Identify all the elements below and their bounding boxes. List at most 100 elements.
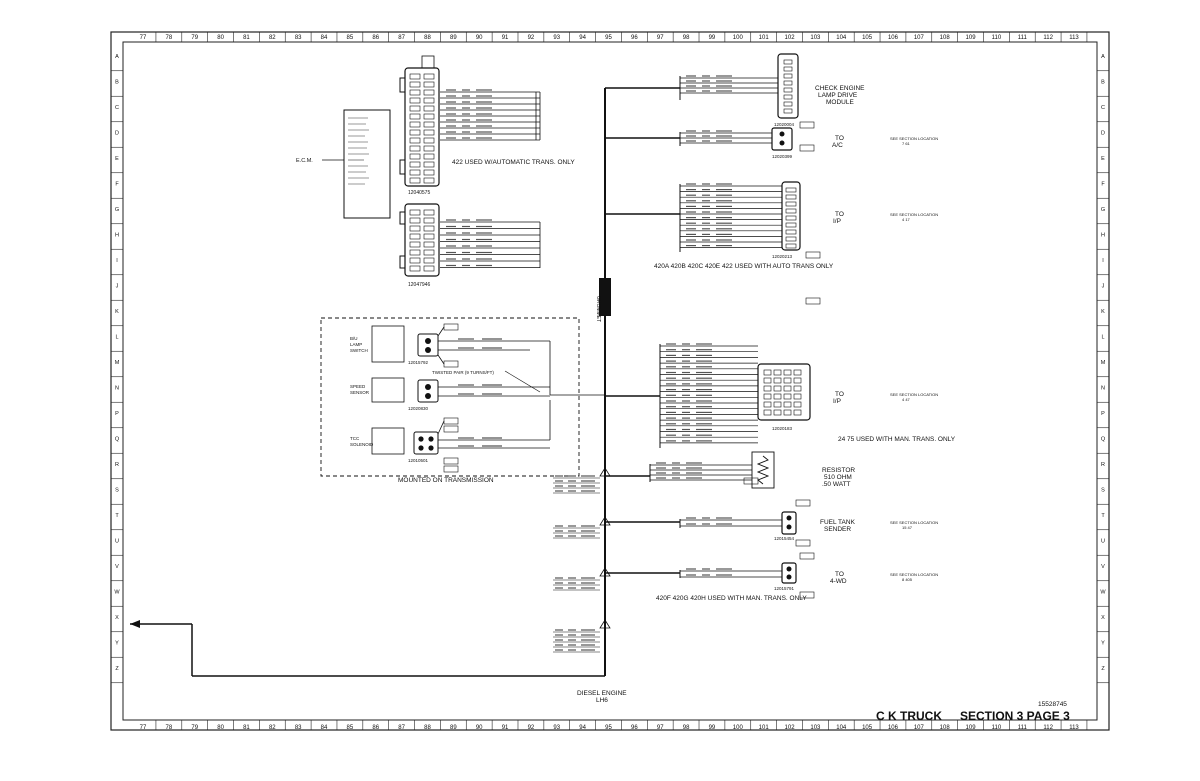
wire-tag (443, 417, 459, 425)
grid-col-label: 110 (992, 725, 1002, 731)
note-twisted: TWISTED PAIR (9 TURNS/FT) (432, 370, 494, 375)
wire-tag (805, 251, 821, 259)
connector-pin (783, 401, 792, 408)
ecm-connector-2-part: 12047946 (408, 282, 430, 288)
title-section-page: SECTION 3 PAGE 3 (960, 709, 1070, 723)
connector-pin (423, 137, 435, 144)
grid-row-label: Y (1101, 641, 1105, 647)
ip1-label: I/P (833, 218, 841, 225)
wire (437, 420, 445, 435)
connector-pin (763, 409, 772, 416)
grid-row-label: D (1101, 131, 1105, 137)
grid-col-label: 89 (450, 35, 457, 41)
wire-tag (799, 552, 815, 560)
grid-col-label: 111 (1018, 725, 1028, 731)
grid-row-label: R (1101, 462, 1105, 468)
svg-text:.50 WATT: .50 WATT (822, 481, 851, 488)
wire-tag (743, 477, 759, 485)
connector-pin (793, 409, 802, 416)
grid-row-label: U (115, 539, 119, 545)
svg-text:4 47: 4 47 (902, 397, 911, 402)
svg-text:LH6: LH6 (596, 697, 608, 704)
connector-pin (423, 105, 435, 112)
grid-row-label: A (115, 54, 119, 60)
grid-col-label: 90 (476, 35, 483, 41)
grid-col-label: 95 (605, 35, 612, 41)
svg-text:510 OHM: 510 OHM (824, 474, 852, 481)
drawing-number: 15528745 (1038, 701, 1067, 708)
connector-pin (409, 209, 421, 216)
connector-pin (773, 377, 782, 384)
tcc-solenoid (371, 427, 405, 455)
connector-pin (785, 236, 797, 242)
grid-col-label: 108 (940, 725, 951, 731)
connector-pin (783, 80, 793, 86)
connector-pin (783, 66, 793, 72)
grid-col-label: 89 (450, 725, 457, 731)
connector-pin (793, 401, 802, 408)
check-engine-connector (777, 53, 799, 119)
grid-row-label: S (1101, 488, 1105, 494)
grid-col-label: 86 (372, 725, 379, 731)
grid-col-label: 107 (914, 725, 925, 731)
svg-text:4 17: 4 17 (902, 217, 911, 222)
grid-col-label: 95 (605, 725, 612, 731)
grid-col-label: 113 (1069, 725, 1079, 731)
grid-row-label: V (115, 564, 119, 570)
grid-col-label: 110 (992, 35, 1002, 41)
grid-row-label: H (1101, 233, 1105, 239)
connector-pin (785, 208, 797, 214)
grid-col-label: 80 (217, 35, 224, 41)
grid-col-label: 85 (347, 35, 354, 41)
grid-col-label: 96 (631, 35, 638, 41)
grid-row-label: Q (115, 437, 120, 443)
connector-pin (423, 257, 435, 264)
grid-col-label: 93 (553, 35, 560, 41)
grid-col-label: 98 (683, 35, 690, 41)
grid-col-label: 86 (372, 35, 379, 41)
connector-pin (423, 265, 435, 272)
grid-col-label: 105 (862, 35, 873, 41)
grid-row-label: S (115, 488, 119, 494)
connector-pin (783, 409, 792, 416)
grid-col-label: 87 (398, 725, 405, 731)
transmission-box (320, 317, 580, 477)
grid-row-label: K (115, 309, 119, 315)
grid-row-label: Q (1101, 437, 1106, 443)
grid-col-label: 90 (476, 725, 483, 731)
grid-col-label: 88 (424, 725, 431, 731)
connector-pin (783, 369, 792, 376)
ecm-connector-1-pins (409, 73, 435, 184)
grid-row-label: G (115, 207, 119, 213)
grid-row-label: M (115, 360, 120, 366)
grid-row-label: G (1101, 207, 1105, 213)
grid-row-label: P (1101, 411, 1105, 417)
grid-col-label: 79 (191, 35, 198, 41)
connector-pin (409, 137, 421, 144)
wire-tag (799, 121, 815, 129)
engine-label: DIESEL ENGINE (577, 690, 627, 697)
grid-row-label: R (115, 462, 119, 468)
grid-row-label: A (1101, 54, 1105, 60)
grid-col-label: 112 (1043, 35, 1053, 41)
ecm-pin-lines (348, 117, 369, 185)
splice-markers (599, 467, 611, 629)
grid-row-label: F (1101, 182, 1105, 188)
connector-pin (423, 225, 435, 232)
grid-col-label: 84 (321, 35, 328, 41)
grid-col-label: 97 (657, 725, 664, 731)
connector-pin (793, 393, 802, 400)
grid-col-label: 106 (888, 35, 899, 41)
connector-pin (409, 121, 421, 128)
connector-pin (785, 187, 797, 193)
grid-col-label: 100 (733, 725, 744, 731)
connector-pin (783, 385, 792, 392)
grid-row-label: D (115, 131, 119, 137)
fourwd-connector (781, 562, 797, 584)
grid-row-label: X (115, 615, 119, 621)
bu-lamp-switch (371, 325, 405, 363)
grid-col-label: 79 (191, 725, 198, 731)
